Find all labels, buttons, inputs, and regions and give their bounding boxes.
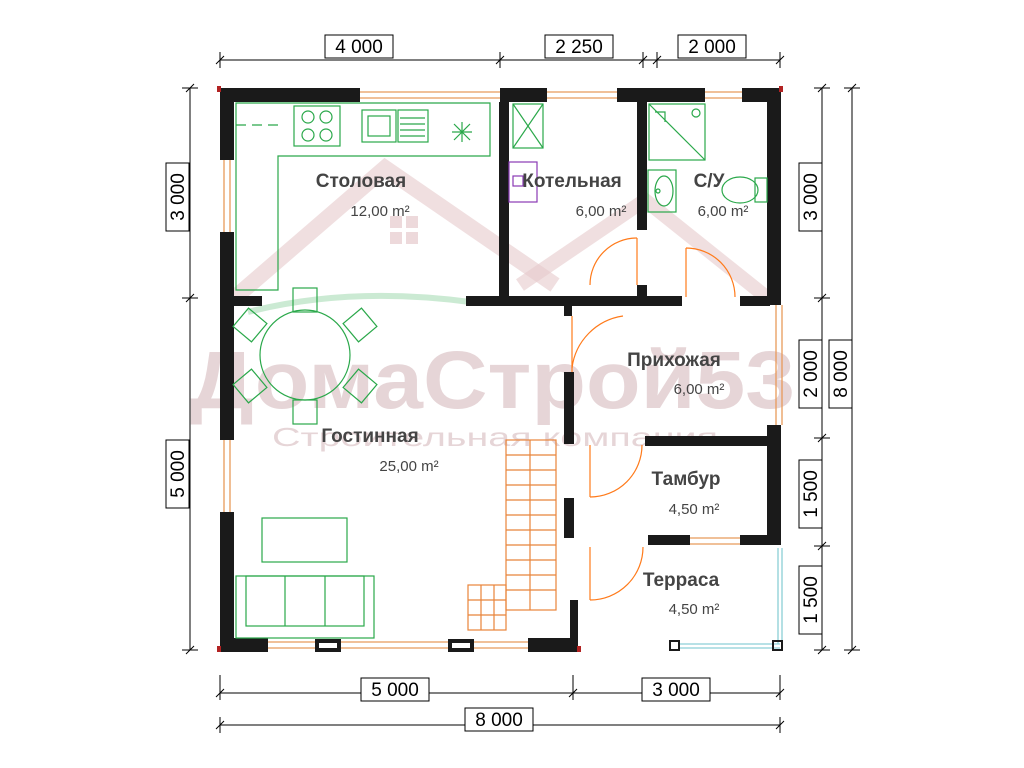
doors [571, 237, 736, 601]
window-frames [315, 639, 474, 652]
dim-bottom-total: 8 000 [475, 710, 523, 731]
watermark: ДомаСтрой53 Строительная компания [190, 157, 795, 452]
washbasin-icon [647, 169, 677, 213]
dim-top-2: 2 250 [555, 37, 603, 58]
room-terrace-area: 4,50 m² [669, 601, 720, 618]
shower-icon [648, 103, 706, 161]
terrace-posts [669, 640, 783, 651]
walls [220, 88, 781, 652]
dim-bottom-1: 5 000 [371, 680, 419, 701]
furniture [232, 102, 768, 639]
dim-top-3: 2 000 [688, 37, 736, 58]
kitchen-counter [235, 102, 491, 291]
boiler-tank-icon [508, 161, 538, 203]
dim-right-2: 2 000 [801, 350, 822, 398]
room-dining-name: Столовая [316, 171, 406, 192]
dim-right-3: 1 500 [801, 470, 822, 518]
door-boiler [589, 237, 638, 286]
dim-top-1: 4 000 [335, 37, 383, 58]
fridge-icon [452, 122, 472, 142]
corner-marks [217, 86, 783, 652]
room-dining-area: 12,00 m² [350, 203, 409, 220]
room-boiler-name: Котельная [522, 171, 621, 192]
boiler-equipment [508, 103, 544, 203]
watermark-brand: ДомаСтрой53 [190, 335, 795, 426]
toilet-icon [721, 176, 768, 204]
room-terrace-name: Терраса [643, 570, 720, 591]
dim-left-2: 5 000 [168, 450, 189, 498]
dim-right-4: 1 500 [801, 576, 822, 624]
room-living-area: 25,00 m² [379, 458, 438, 475]
staircase [467, 439, 557, 631]
dim-bottom-2: 3 000 [652, 680, 700, 701]
sofa-icon [235, 575, 375, 639]
dim-left-1: 3 000 [168, 173, 189, 221]
dimension-labels: 4 000 2 250 2 000 3 000 5 000 3 000 2 00… [165, 34, 853, 732]
door-bathroom [685, 247, 736, 298]
dining-chair [342, 368, 378, 404]
watermark-window-icon [390, 216, 418, 244]
door-vestibule [589, 444, 643, 498]
door-living [571, 315, 624, 369]
sink-icon [361, 109, 397, 143]
boiler-unit-icon [512, 103, 544, 149]
dining-chair [292, 287, 318, 313]
windows [223, 91, 783, 649]
stove-icon [293, 105, 341, 147]
room-labels: Столовая 12,00 m² Котельная 6,00 m² С/У … [316, 171, 749, 618]
dining-chair [292, 399, 318, 425]
terrace-railing [680, 548, 783, 649]
watermark-tagline: Строительная компания [272, 422, 718, 452]
room-boiler-area: 6,00 m² [576, 203, 627, 220]
dim-right-total: 8 000 [831, 350, 852, 398]
room-bathroom-name: С/У [694, 171, 725, 192]
dining-chair [232, 368, 268, 404]
room-hallway-name: Прихожая [627, 350, 721, 371]
watermark-roof-icon [226, 157, 560, 307]
dim-right-1: 3 000 [801, 173, 822, 221]
dining-chair [232, 307, 268, 343]
room-vestibule-name: Тамбур [652, 469, 721, 490]
room-hallway-area: 6,00 m² [674, 381, 725, 398]
dining-chair [342, 307, 378, 343]
coffee-table [261, 517, 348, 563]
door-terrace [589, 546, 644, 601]
room-living-name: Гостинная [321, 426, 418, 447]
watermark-swoosh-icon [247, 292, 471, 315]
room-bathroom-area: 6,00 m² [698, 203, 749, 220]
room-vestibule-area: 4,50 m² [669, 501, 720, 518]
